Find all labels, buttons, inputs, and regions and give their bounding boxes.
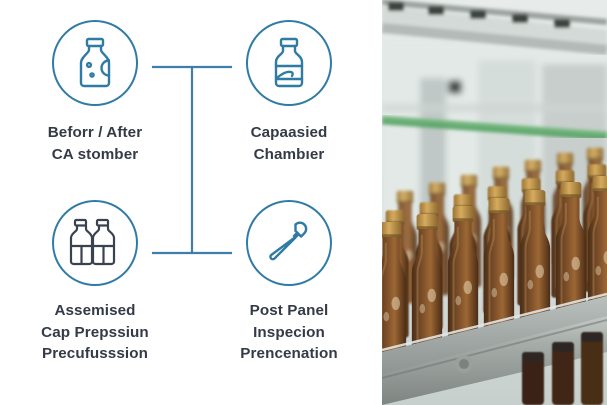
node-label-bottom-left: Assemised Cap Prepssiun Precufusssion — [41, 302, 149, 363]
icon-circle-bottom-right — [246, 200, 332, 286]
bottle-with-bubbles-icon — [79, 37, 111, 88]
node-label-top-left: Beforr / After CA stomber — [47, 124, 143, 163]
icon-circle-top-left — [52, 20, 138, 106]
node-capaasied-chamber[interactable]: Capaasied Chambıer — [196, 20, 382, 165]
two-bottles-icon — [69, 218, 116, 266]
icon-circle-top-right — [246, 20, 332, 106]
capped-vial-icon — [274, 37, 304, 88]
bottling-line-photo — [382, 0, 607, 405]
diagram-panel: Beforr / After CA stomber Capaasied Cham… — [2, 20, 382, 365]
node-before-after-ca-stomber[interactable]: Beforr / After CA stomber — [2, 20, 188, 165]
node-post-panel-inspecion[interactable]: Post Panel Inspecion Prencenation — [196, 200, 382, 365]
node-label-bottom-right: Post Panel Inspecion Prencenation — [240, 302, 338, 363]
node-label-top-right: Capaasied Chambıer — [250, 124, 328, 163]
nail-pin-icon — [269, 221, 308, 261]
node-assemised-cap-prepssiun[interactable]: Assemised Cap Prepssiun Precufusssion — [2, 200, 188, 365]
icon-circle-bottom-left — [52, 200, 138, 286]
bottling-line-photo-image — [382, 0, 607, 405]
